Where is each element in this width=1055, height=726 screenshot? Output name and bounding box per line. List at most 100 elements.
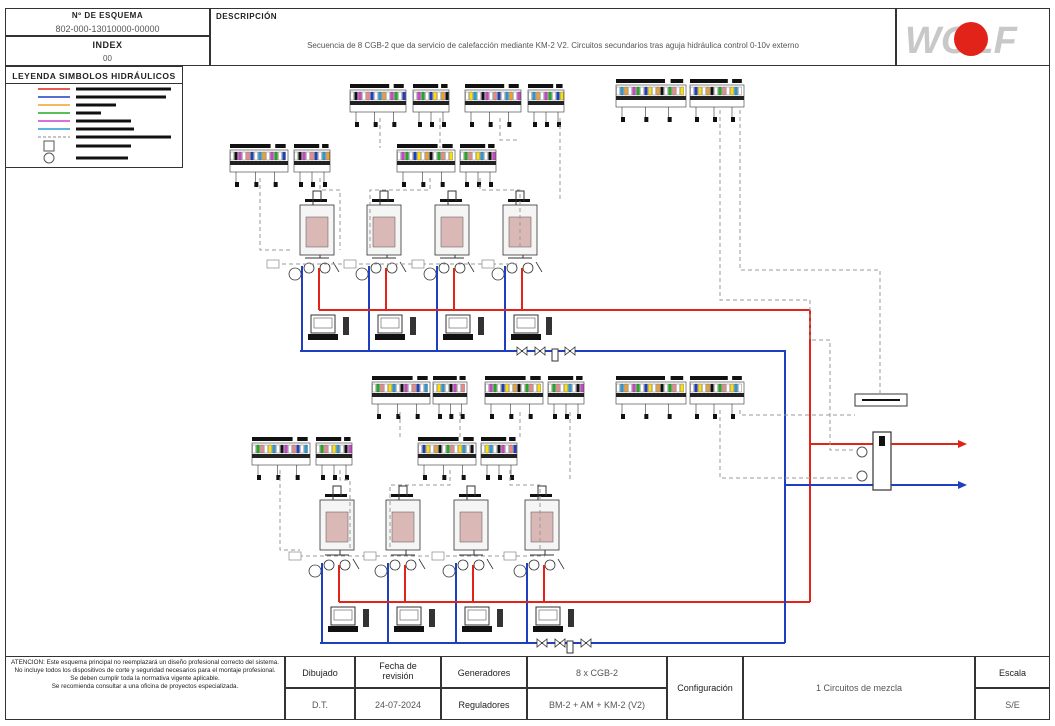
wolf-logo: WOLF (905, 20, 1019, 62)
top-return-valves (516, 346, 576, 362)
config-value-cell: 1 Circuitos de mezcla (743, 656, 975, 720)
index-label: INDEX (92, 40, 123, 50)
scheme-number-value: 802-000-13010000-00000 (55, 24, 160, 34)
top-controller-3 (464, 84, 522, 127)
legend-box: LEYENDA SIMBOLOS HIDRÁULICOS (5, 66, 183, 168)
scale-label-cell: Escala (975, 656, 1050, 688)
control-wire-3 (499, 118, 520, 141)
generators-label: Generadores (457, 668, 511, 678)
bot-pump-group-4 (513, 554, 565, 578)
bot-controller-7 (417, 437, 477, 480)
legend-bar-control (76, 135, 171, 139)
control-wire-17 (389, 470, 451, 550)
bot-controller-1 (371, 376, 431, 419)
index-value: 00 (103, 54, 112, 63)
date-value-cell: 24-07-2024 (355, 688, 441, 720)
secondary-flow-arrow (958, 440, 967, 448)
bot-control-panel-1 (328, 606, 369, 632)
bot-control-panel-4 (533, 606, 574, 632)
bot-controller-3 (484, 376, 544, 419)
generators-value-cell: 8 x CGB-2 (527, 656, 667, 688)
warning-line-4: Se recomienda consultar a una oficina de… (51, 683, 239, 690)
control-wire-9 (719, 110, 855, 451)
wolf-logo-dot (954, 22, 988, 56)
main-return-riser (585, 350, 786, 643)
top-controller-4 (527, 84, 565, 127)
top-pump-group-3 (423, 257, 475, 281)
bot-pump-group-3 (442, 554, 494, 578)
warning-cell: ATENCION: Este esquema principal no reem… (5, 656, 285, 720)
control-wire-6 (319, 178, 341, 250)
legend-symbols (38, 87, 171, 164)
legend-bar-4 (76, 119, 131, 123)
legend-sensor-circle-icon (43, 152, 55, 164)
bus-sensor-8 (503, 551, 517, 561)
top-pump-group-2 (355, 257, 407, 281)
config-value: 1 Circuitos de mezcla (815, 683, 903, 693)
secondary-return-arrow (958, 481, 967, 489)
config-label-cell: Configuración (667, 656, 743, 720)
control-wire-5 (259, 178, 290, 251)
control-wire-20 (739, 410, 855, 416)
bot-controller-4 (547, 376, 585, 419)
top-pump-group-4 (491, 257, 543, 281)
scale-value-cell: S/E (975, 688, 1050, 720)
warning-line-3: Se deben cumplir toda la normativa vigen… (70, 675, 220, 682)
legend-bar-1 (76, 95, 166, 99)
scheme-number-cell: Nº DE ESQUEMA 802-000-13010000-00000 (5, 8, 210, 36)
external-controller-bar (862, 399, 900, 401)
legend-bar-3 (76, 111, 101, 115)
separator-cap (879, 436, 885, 446)
bot-pump-group-1 (308, 554, 360, 578)
bus-sensor-6 (363, 551, 377, 561)
config-label: Configuración (677, 683, 733, 693)
regulators-label: Reguladores (458, 700, 510, 710)
date-value: 24-07-2024 (374, 700, 422, 710)
legend-bar-2 (76, 103, 116, 107)
top-control-panel-2 (375, 314, 416, 340)
top-boiler-2 (366, 190, 402, 256)
description-cell: DESCRIPCIÓN Secuencia de 8 CGB-2 que da … (210, 8, 896, 66)
bot-boiler-3 (453, 485, 489, 551)
top-control-panel-3 (443, 314, 484, 340)
control-wire-15 (279, 470, 300, 551)
top-boiler-3 (434, 190, 470, 256)
index-cell: INDEX 00 (5, 36, 210, 66)
bot-controller-8 (480, 437, 518, 480)
top-controller-6 (293, 144, 331, 187)
bus-sensor-2 (343, 259, 357, 269)
bot-boiler-2 (385, 485, 421, 551)
control-wire-18 (509, 470, 541, 550)
logo-cell: WOLF (896, 8, 1050, 66)
date-label: Fecha de revisión (379, 661, 417, 681)
separator-sensor-2 (856, 470, 868, 482)
legend-title: LEYENDA SIMBOLOS HIDRÁULICOS (12, 71, 176, 81)
bus-sensor-4 (481, 259, 495, 269)
bot-controller-5 (251, 437, 311, 480)
legend-bar-0 (76, 87, 171, 91)
warning-text: ATENCION: Este esquema principal no reem… (8, 659, 282, 691)
hydraulic-separator (872, 431, 892, 491)
warning-line-1: ATENCION: Este esquema principal no reem… (11, 659, 279, 666)
separator-sensor-1 (856, 446, 868, 458)
regulators-value: BM-2 + AM + KM-2 (V2) (548, 700, 646, 710)
top-boiler-1 (299, 190, 335, 256)
control-wire-7 (369, 178, 431, 250)
top-controller-km2-a (615, 79, 687, 122)
drawn-label-cell: Dibujado (285, 656, 355, 688)
regulators-label-cell: Reguladores (441, 688, 527, 720)
generators-value: 8 x CGB-2 (575, 668, 618, 678)
bot-controller-2 (432, 376, 468, 419)
description-label: DESCRIPCIÓN (216, 12, 278, 21)
bus-sensor-3 (411, 259, 425, 269)
bot-boiler-4 (524, 485, 560, 551)
legend-bar-circle (76, 156, 128, 160)
top-controller-7 (396, 144, 456, 187)
warning-line-2: No incluye todos los dispositivos de cor… (14, 667, 276, 674)
control-wire-19 (719, 410, 855, 479)
control-wire-16 (339, 470, 351, 550)
top-control-panel-4 (511, 314, 552, 340)
bot-controller-6 (315, 437, 353, 480)
drawn-value: D.T. (311, 700, 328, 710)
bot-control-panel-3 (462, 606, 503, 632)
